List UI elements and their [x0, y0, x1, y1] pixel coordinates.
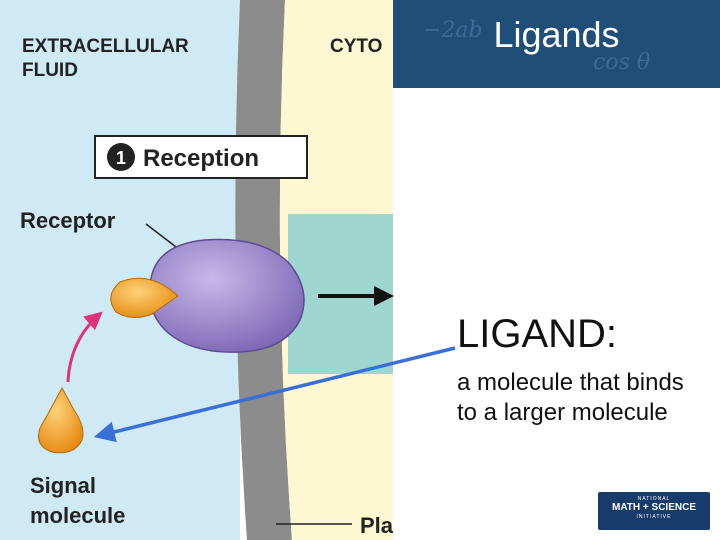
definition-term: LIGAND:: [457, 312, 618, 356]
signal-arrow-head: [374, 286, 394, 306]
receptor-protein: [149, 238, 305, 353]
receptor-leader-line: [145, 223, 181, 251]
definition-text: a molecule that binds to a larger molecu…: [457, 369, 684, 426]
step-label: Reception: [143, 145, 259, 172]
ligand-callout-arrow: [93, 346, 456, 443]
receptor-label: Receptor: [20, 208, 116, 233]
logo-line-1: NATIONAL: [637, 496, 671, 502]
cytoplasm-label: CYTO: [330, 36, 382, 57]
logo-line-3: INITIATIVE: [636, 514, 672, 520]
decorative-math-2: cos θ: [593, 50, 651, 75]
slide-title: Ligands: [493, 14, 620, 55]
extracellular-label: EXTRACELLULAR FLUID: [22, 36, 194, 81]
bound-ligand: [110, 277, 179, 318]
binding-arrow: [66, 311, 103, 383]
membrane-label: Pla: [360, 513, 394, 538]
title-banner: −2ab cos θ: [393, 0, 720, 88]
step-number: 1: [116, 148, 126, 168]
nms-logo: NATIONAL MATH + SCIENCE INITIATIVE: [598, 492, 710, 530]
logo-line-2: MATH + SCIENCE: [612, 502, 696, 513]
signal-molecule-label: Signal molecule: [30, 473, 125, 528]
decorative-math-1: −2ab: [423, 18, 483, 43]
signal-molecule: [38, 386, 84, 454]
step-number-badge: [107, 143, 135, 171]
